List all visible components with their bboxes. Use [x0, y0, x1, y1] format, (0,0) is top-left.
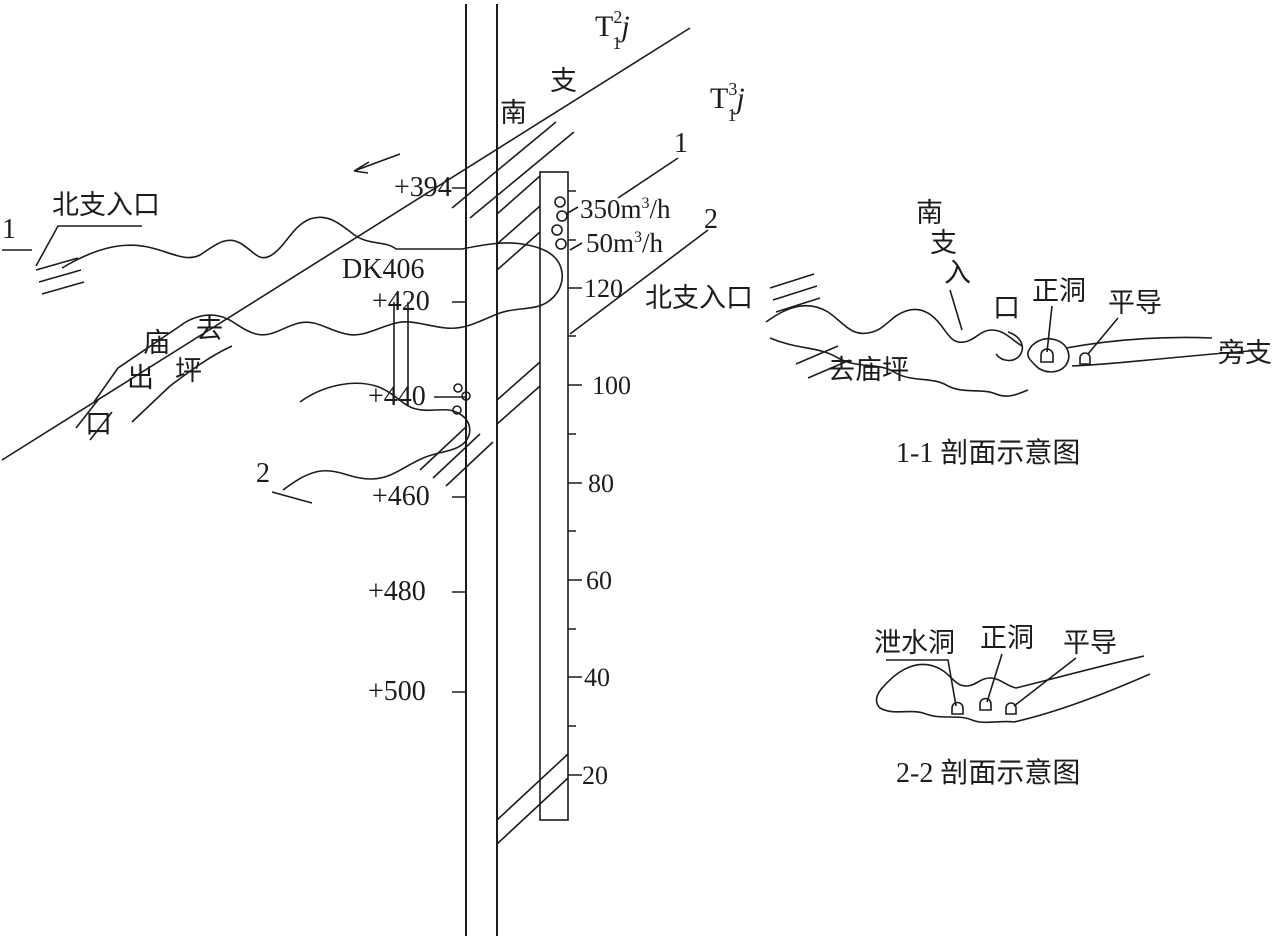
- section2-tick-lower: [271, 491, 313, 504]
- label-to-miaoping-s11: 去庙坪: [828, 355, 909, 385]
- cave-outline-lower-plan: [282, 382, 471, 491]
- spring-symbols: [452, 196, 568, 415]
- spring-icon: [555, 238, 567, 250]
- cave-outline-main-plan: [61, 216, 563, 336]
- label-main-tunnel-s22: 正洞: [980, 623, 1034, 653]
- s22-drainage-leader: [886, 659, 957, 707]
- label-chainage-dk406: DK406: [342, 254, 424, 285]
- s11-entrance-ticks: [769, 273, 821, 313]
- s22-tunnel-symbols: [951, 697, 1017, 715]
- label-north-branch-entrance: 北支入口: [52, 190, 160, 220]
- s11-cave-upper-outline: [765, 304, 1023, 347]
- label-south-entrance-ru: 入: [944, 258, 971, 288]
- label-elevation-440: +440: [368, 381, 426, 412]
- label-elevation-460: +460: [372, 481, 430, 512]
- label-south-branch-zhi-plan: 支: [550, 66, 577, 96]
- label-section2-number-right: 2: [704, 204, 718, 235]
- spring-icon: [461, 391, 471, 401]
- label-drainage-tunnel-s22: 泄水洞: [874, 628, 955, 658]
- label-south-entrance-zhi: 支: [930, 228, 957, 258]
- label-elevation-420: +420: [372, 286, 430, 317]
- label-north-entrance-s11: 北支入口: [645, 283, 753, 313]
- s11-branch-to-miaoping: [795, 345, 851, 379]
- drainage-shaft-lines: [393, 302, 409, 386]
- cross-passages-middle: [419, 361, 541, 487]
- label-section1-number-left: 1: [2, 214, 16, 245]
- flow-label-50: 50m3/h: [586, 228, 664, 258]
- label-exit-chu: 出: [127, 363, 154, 393]
- spring-icon: [452, 405, 462, 415]
- s11-parallel-adit-symbol: [1079, 352, 1091, 365]
- s11-tunnel-loop: [1027, 337, 1070, 373]
- label-section1-number-top: 1: [674, 128, 688, 159]
- s22-lines-right: [1013, 655, 1151, 723]
- label-elevation-500: +500: [368, 676, 426, 707]
- label-scale-120: 120: [584, 274, 623, 303]
- scale-major-ticks: [568, 287, 582, 776]
- label-scale-60: 60: [586, 566, 612, 595]
- s22-cave-lower-outline: [875, 685, 1015, 724]
- section2-leader-right: [569, 229, 709, 335]
- cross-passages-bottom: [496, 753, 569, 845]
- spring-icon: [453, 383, 463, 393]
- s11-parallel-adit-leader: [1087, 317, 1119, 355]
- parallel-adit-bar: [539, 171, 569, 821]
- spring-icon: [551, 224, 563, 236]
- flow-label-leader-ticks: [565, 206, 583, 251]
- label-side-branch: 旁支: [1218, 338, 1272, 368]
- scale-minor-ticks: [568, 190, 576, 727]
- label-scale-100: 100: [592, 371, 631, 400]
- exit-ticks: [75, 399, 113, 441]
- s22-parallel-adit-leader: [1013, 657, 1077, 707]
- spring-icon: [556, 210, 568, 222]
- fault-line: [1, 27, 691, 461]
- label-caption-section-22: 2-2 剖面示意图: [896, 757, 1080, 789]
- label-section2-number-lower: 2: [256, 458, 270, 489]
- label-parallel-adit-s22: 平导: [1063, 628, 1117, 658]
- north-entrance-leader-plan: [35, 225, 142, 267]
- label-miaoping-miao: 庙: [143, 328, 170, 358]
- s11-main-tunnel-leader: [1046, 305, 1053, 353]
- label-miaoping-ping: 坪: [175, 356, 202, 386]
- s11-lines-to-side-branch: [1065, 336, 1263, 367]
- south-branch-passage: [451, 121, 575, 219]
- label-caption-section-11: 1-1 剖面示意图: [896, 437, 1080, 469]
- section1-leader-top: [617, 157, 679, 199]
- spring-icon: [554, 196, 566, 208]
- s11-south-entrance-loop: [995, 331, 1024, 362]
- flow-label-350: 350m3/h: [580, 194, 671, 224]
- s11-south-entrance-leader: [949, 289, 963, 331]
- label-exit-kou: 口: [85, 409, 112, 439]
- s22-main-tunnel-leader: [986, 653, 1003, 703]
- label-scale-40: 40: [584, 663, 610, 692]
- elevation-ticks: [434, 187, 466, 693]
- cross-passages-top: [496, 175, 541, 271]
- flow-direction-arrow: [353, 153, 401, 174]
- label-miaoping-qu: 去: [196, 314, 223, 344]
- label-south-branch-nan-plan: 南: [500, 98, 527, 128]
- labels-layer: 1 2 1 2 北支入口 DK406 +394 +420 +440 +460 +480 +500 120…: [2, 66, 1272, 790]
- label-elevation-480: +480: [368, 576, 426, 607]
- label-parallel-adit-s11: 平导: [1108, 288, 1162, 318]
- label-scale-20: 20: [582, 761, 608, 790]
- label-elevation-394: +394: [394, 172, 452, 203]
- label-scale-80: 80: [588, 469, 614, 498]
- label-south-entrance-nan: 南: [916, 198, 943, 228]
- corridor-to-exit: [93, 325, 233, 423]
- s11-cave-lower-outline: [769, 337, 1029, 397]
- s22-cave-upper-outline: [883, 663, 1017, 689]
- north-entrance-ticks-plan: [35, 257, 85, 295]
- label-south-entrance-kou: 口: [993, 293, 1020, 323]
- label-main-tunnel-s11: 正洞: [1032, 276, 1086, 306]
